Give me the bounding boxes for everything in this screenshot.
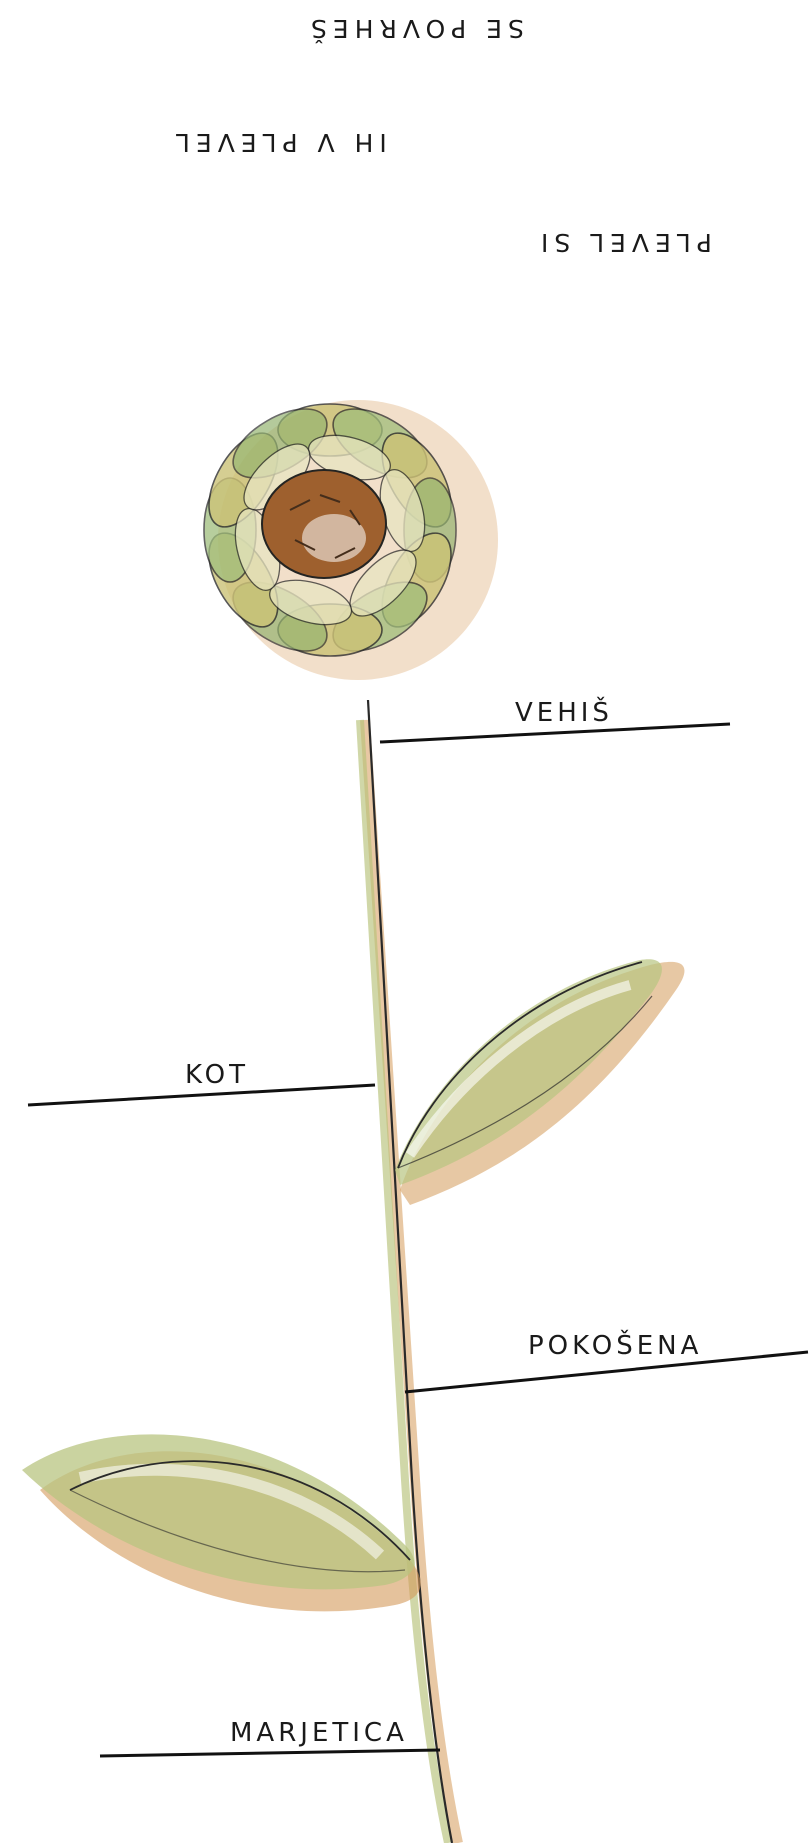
label-marjetica: MARJETICA (230, 1720, 408, 1746)
label-pokosena: POKOŠENA (528, 1333, 702, 1359)
stem-outline (368, 700, 452, 1843)
upside-down-line-3: SE POVRHEŠ (305, 16, 524, 41)
leaf-upper-right (395, 959, 684, 1205)
flower-head (195, 395, 498, 680)
upside-down-line-1: PLEVEL SI (535, 230, 712, 255)
leaf-lower-left (22, 1434, 421, 1611)
leader-line-bottom (100, 1750, 440, 1756)
label-vehis: VEHIŠ (515, 700, 613, 726)
label-kot: KOT (185, 1062, 249, 1088)
upside-down-line-2: IH V PLEVEL (170, 130, 387, 155)
